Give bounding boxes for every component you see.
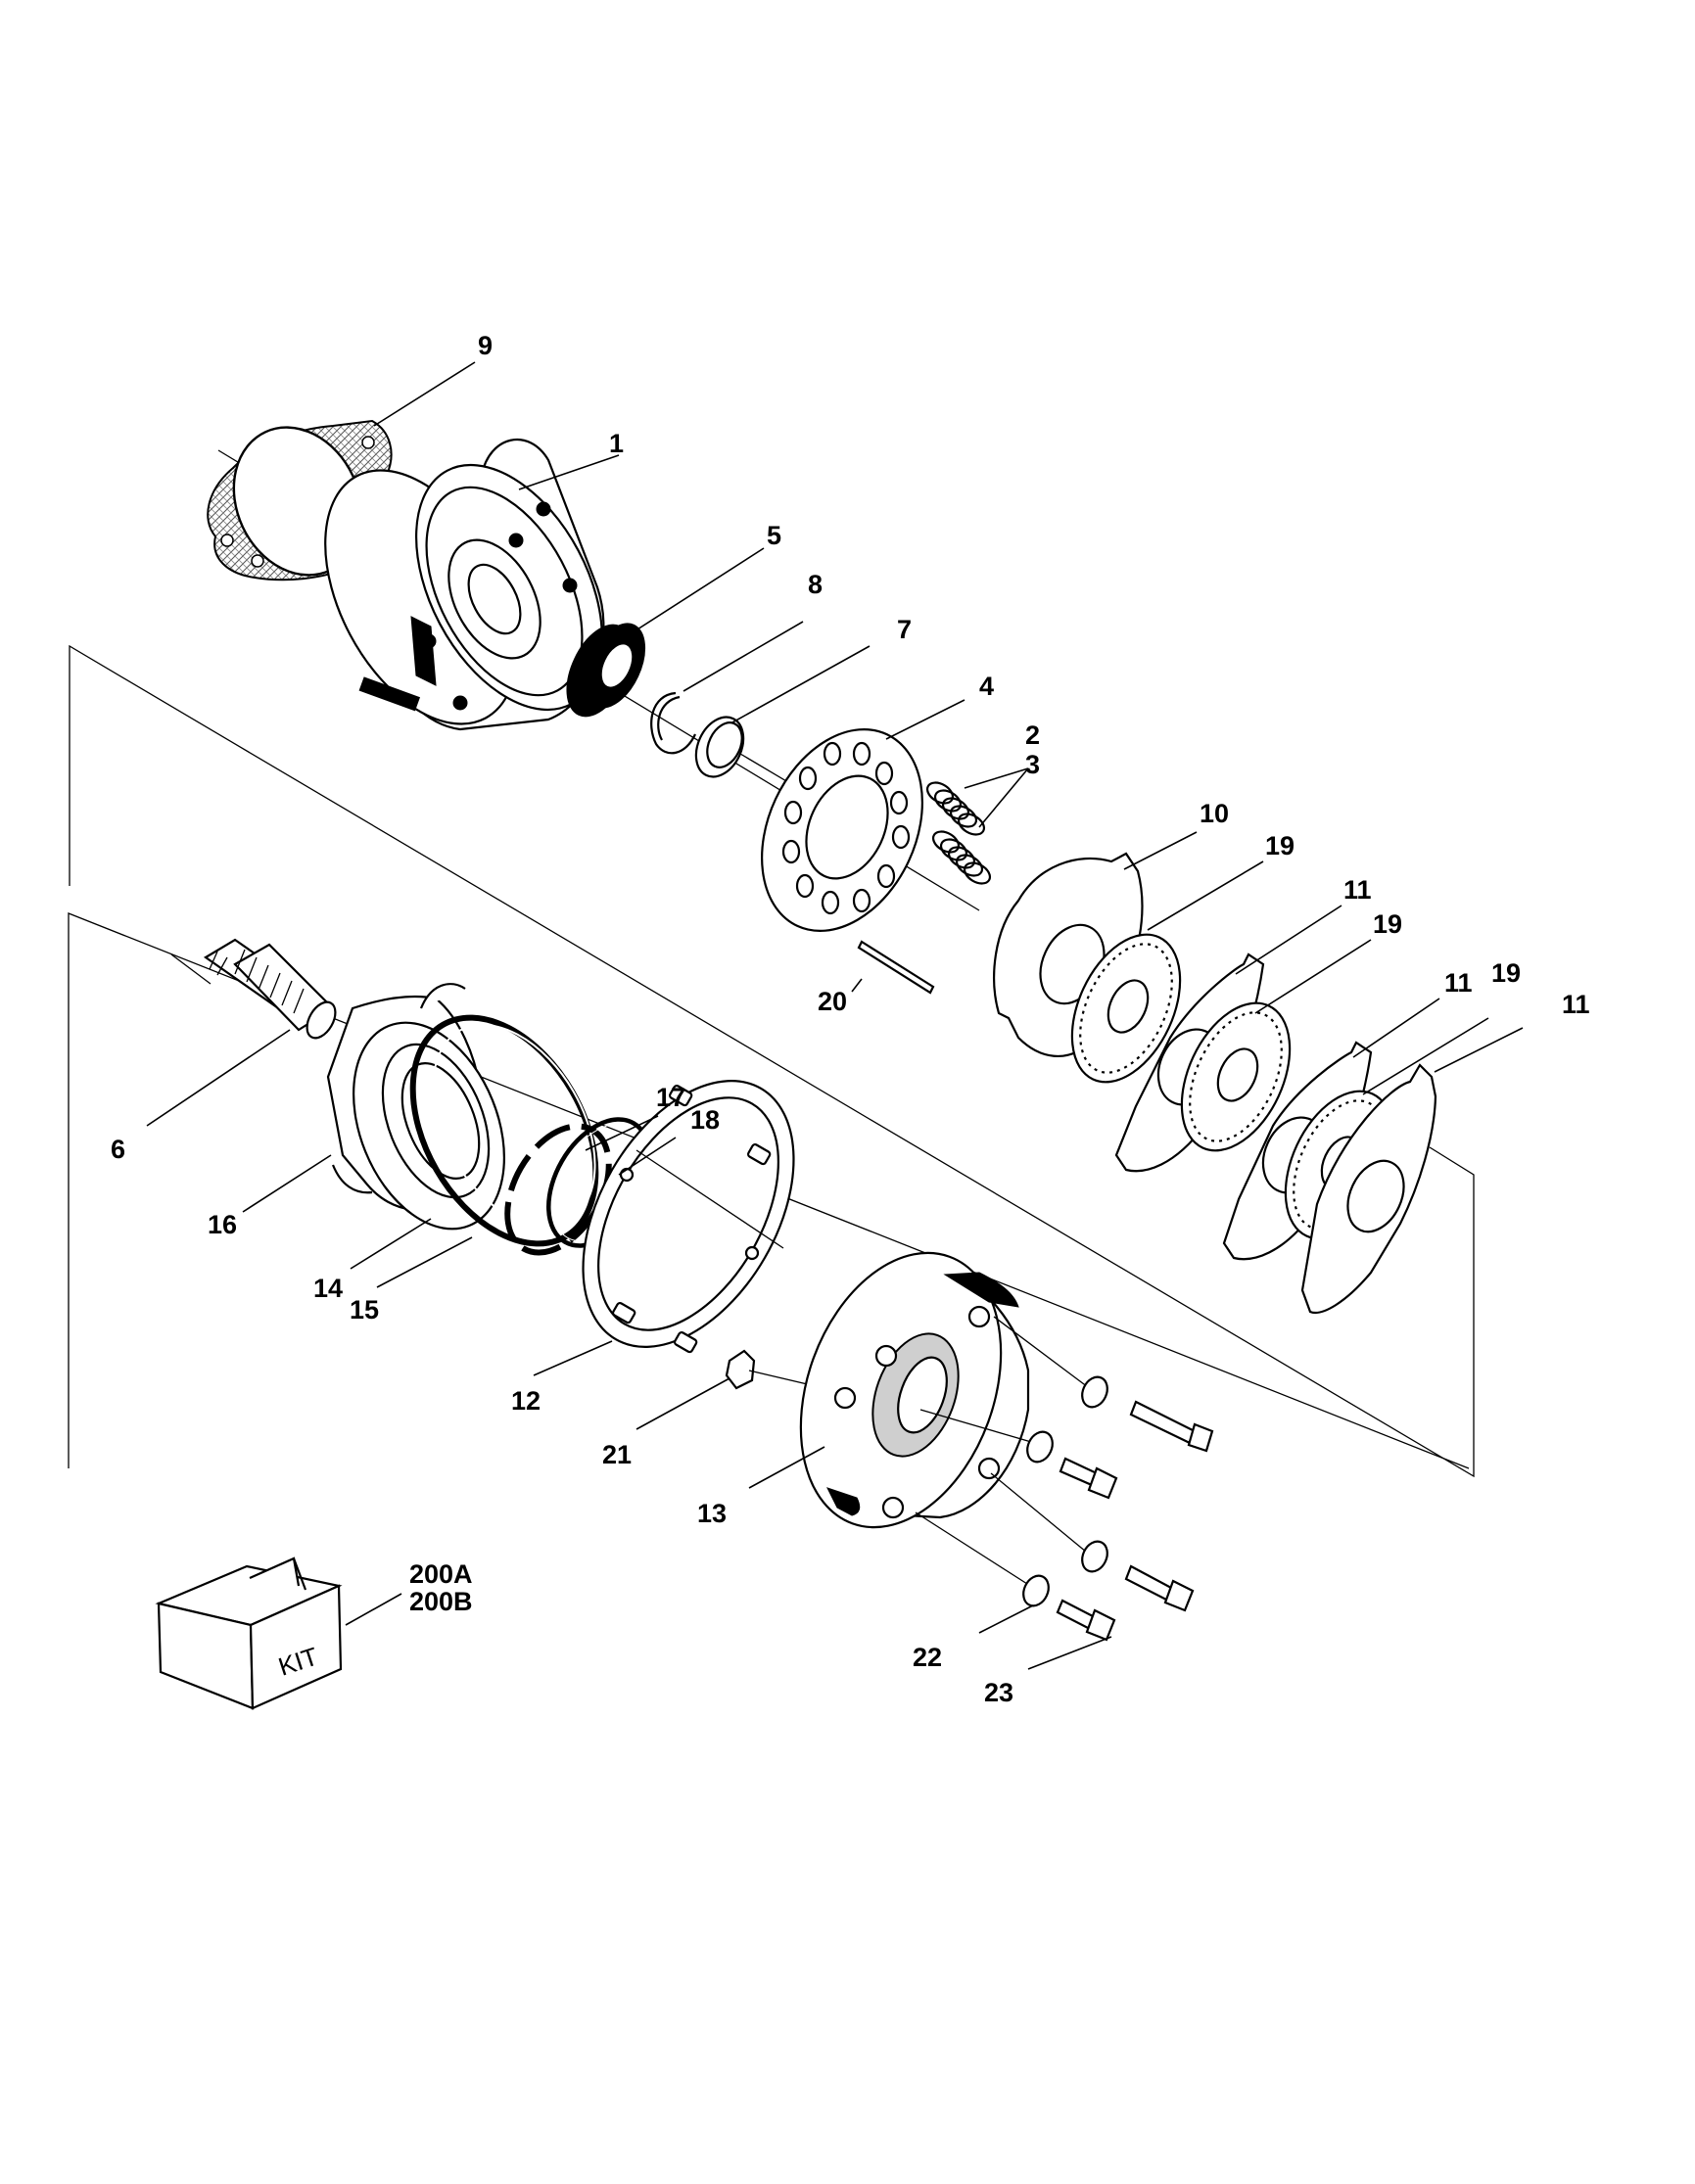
callout-200b: 200B (409, 1587, 473, 1616)
callout-1: 1 (609, 429, 624, 458)
friction-disc-part-19-b (1180, 1001, 1292, 1152)
callout-5: 5 (767, 521, 781, 550)
callout-14: 14 (313, 1274, 343, 1303)
callout-10: 10 (1200, 799, 1229, 828)
callout-19-b: 19 (1373, 909, 1402, 939)
pin-part-20 (857, 940, 935, 995)
callout-13: 13 (697, 1499, 727, 1528)
shaft-part-6 (203, 938, 337, 1040)
kit-box-200: KIT (155, 1557, 402, 1710)
leader-lines (146, 361, 1524, 1670)
callout-11-b: 11 (1444, 968, 1473, 998)
callout-23: 23 (984, 1678, 1013, 1707)
housing-part-1 (324, 438, 605, 731)
callout-200a: 200A (409, 1559, 473, 1589)
callout-2: 2 (1025, 720, 1040, 750)
friction-disc-part-19-a (1070, 933, 1182, 1084)
separator-plate-part-11-c (1300, 1063, 1437, 1315)
callout-8: 8 (808, 570, 823, 599)
callout-11-a: 11 (1343, 875, 1372, 905)
callout-16: 16 (208, 1210, 237, 1239)
bolts-washers-part-22-23 (915, 1316, 1214, 1642)
callout-21: 21 (602, 1440, 632, 1469)
callout-19-c: 19 (1491, 958, 1521, 988)
callout-15: 15 (350, 1295, 379, 1324)
callout-19-a: 19 (1265, 831, 1295, 860)
callout-18: 18 (690, 1105, 720, 1135)
callout-12: 12 (511, 1386, 541, 1416)
callout-3: 3 (1025, 750, 1040, 779)
washer-part-7 (694, 716, 804, 792)
callout-7: 7 (897, 615, 912, 644)
snap-ring-part-8 (650, 691, 697, 755)
callout-11-c: 11 (1562, 990, 1590, 1019)
callout-4: 4 (979, 672, 994, 701)
callout-6: 6 (111, 1135, 125, 1164)
bearing-part-5 (566, 623, 646, 718)
end-cover-part-13 (799, 1251, 1030, 1529)
callout-9: 9 (478, 331, 493, 360)
callout-22: 22 (913, 1643, 942, 1672)
callout-labels: 9 1 5 8 7 4 2 3 10 19 11 19 11 19 11 20 … (111, 331, 1590, 1707)
gasket-part-12 (582, 1080, 795, 1354)
callout-17: 17 (656, 1083, 685, 1112)
springs-part-2-3 (925, 781, 992, 885)
callout-20: 20 (818, 987, 847, 1016)
spring-plate-part-4 (761, 728, 923, 932)
